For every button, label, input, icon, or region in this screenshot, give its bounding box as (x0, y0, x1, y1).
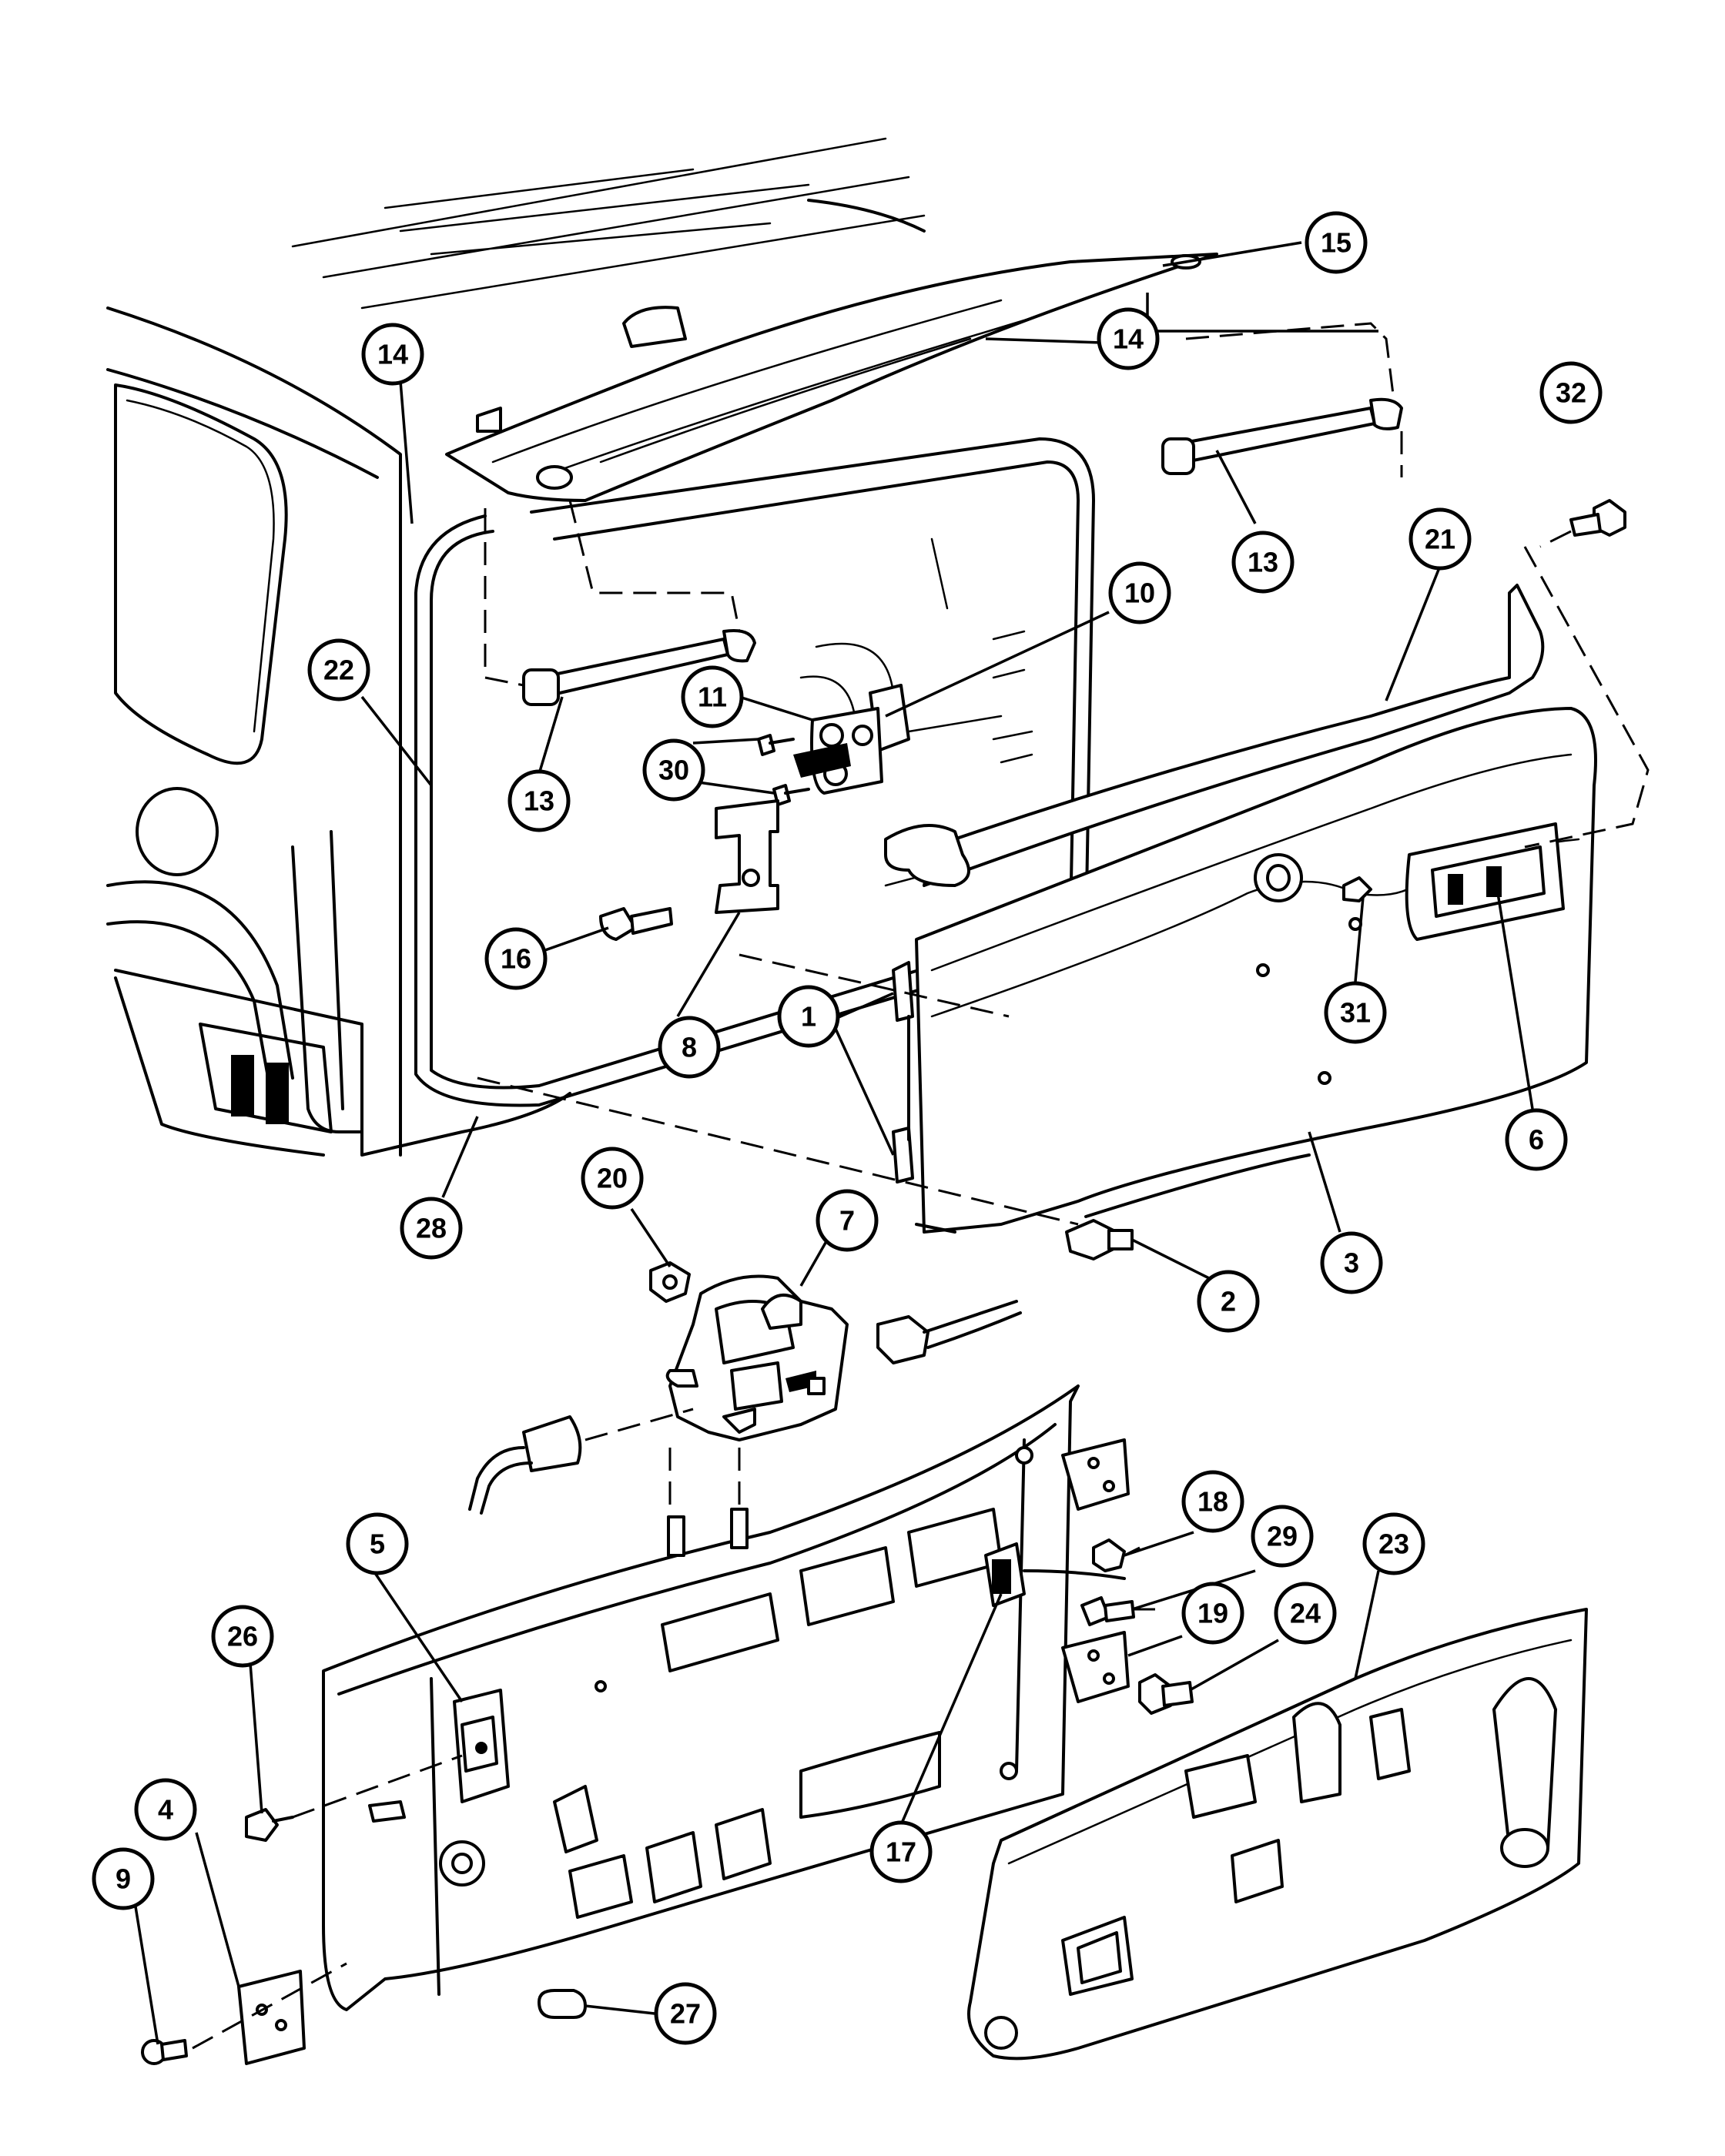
plug-27 (538, 1989, 587, 2019)
callout-14-right: 14 (1097, 307, 1160, 370)
trim-panel-23 (967, 1608, 1588, 2061)
callout-26-label: 26 (227, 1621, 258, 1652)
callout-28: 28 (400, 1197, 463, 1260)
latch-assembly-7 (468, 1274, 1022, 1515)
bolt-24 (1138, 1673, 1194, 1715)
callout-7: 7 (816, 1189, 879, 1252)
callout-22: 22 (307, 638, 370, 701)
liftgate-outer-panel (915, 707, 1597, 1234)
callout-2: 2 (1197, 1270, 1260, 1333)
callout-31: 31 (1324, 981, 1387, 1044)
bolt-32 (1569, 499, 1626, 537)
gas-strut-left (522, 629, 756, 706)
callout-3: 3 (1320, 1231, 1383, 1294)
callout-6: 6 (1505, 1108, 1568, 1171)
callout-15-label: 15 (1321, 227, 1352, 259)
callout-32-label: 32 (1556, 377, 1586, 409)
bolt-29 (1080, 1596, 1135, 1626)
callout-10-label: 10 (1124, 578, 1155, 609)
hinge-bracket-upper (1061, 1438, 1130, 1511)
callout-15: 15 (1305, 211, 1368, 274)
callout-32: 32 (1539, 361, 1603, 424)
callout-7-label: 7 (839, 1205, 855, 1237)
callout-24: 24 (1274, 1582, 1337, 1645)
callout-30-label: 30 (658, 755, 689, 786)
callout-14-right-label: 14 (1113, 323, 1144, 355)
liftgate-inner-panel (322, 1384, 1080, 2011)
callout-4: 4 (134, 1778, 197, 1841)
callout-11: 11 (681, 665, 744, 728)
nut-20 (649, 1261, 691, 1303)
callout-10: 10 (1108, 561, 1171, 624)
callout-29-label: 29 (1267, 1521, 1298, 1552)
switch-17 (984, 1542, 1126, 1607)
callout-8: 8 (658, 1016, 721, 1079)
callout-27-label: 27 (670, 1998, 701, 2030)
callout-20: 20 (581, 1147, 644, 1210)
callout-14-left: 14 (361, 323, 424, 386)
callout-31-label: 31 (1340, 997, 1371, 1029)
callout-13-right-label: 13 (1248, 547, 1278, 578)
callout-13-right: 13 (1231, 531, 1295, 594)
hinge-bracket-lower (1061, 1631, 1130, 1703)
callout-13-left: 13 (507, 769, 571, 832)
callout-9: 9 (92, 1847, 155, 1910)
callout-18-label: 18 (1197, 1486, 1228, 1518)
gas-strut-right (1161, 397, 1403, 475)
screw-26 (245, 1808, 294, 1842)
hinge-plates-1 (892, 961, 956, 1234)
screw-9 (141, 2039, 188, 2065)
callout-11-label: 11 (698, 681, 727, 713)
vehicle-body (106, 137, 1095, 1157)
callout-13-left-label: 13 (524, 785, 554, 817)
callout-26: 26 (211, 1605, 274, 1668)
callout-19-label: 19 (1197, 1598, 1228, 1629)
callout-19: 19 (1181, 1582, 1244, 1645)
callout-16: 16 (484, 927, 548, 990)
liftgate-latch-5 (368, 1689, 510, 1823)
bolt-16 (599, 907, 673, 941)
callout-6-label: 6 (1529, 1124, 1544, 1156)
callout-24-label: 24 (1290, 1598, 1321, 1629)
callout-23: 23 (1362, 1512, 1425, 1575)
bracket-8 (715, 799, 779, 914)
hinge-assembly (793, 684, 910, 795)
callout-3-label: 3 (1344, 1247, 1359, 1279)
callout-28-label: 28 (416, 1213, 447, 1244)
spoiler-strip-21 (884, 584, 1545, 887)
callout-4-label: 4 (158, 1794, 173, 1826)
callout-30: 30 (642, 738, 705, 802)
callout-20-label: 20 (597, 1163, 628, 1194)
callout-23-label: 23 (1378, 1528, 1409, 1560)
nut-18 (1092, 1538, 1126, 1572)
bolt-2 (1065, 1219, 1134, 1260)
cover-plate-4 (237, 1970, 306, 2065)
callout-21: 21 (1408, 507, 1472, 571)
callout-22-label: 22 (323, 654, 354, 686)
callout-9-label: 9 (116, 1863, 131, 1895)
callout-5: 5 (346, 1512, 409, 1575)
callout-17-label: 17 (886, 1836, 916, 1868)
callout-18: 18 (1181, 1470, 1244, 1533)
callout-27: 27 (654, 1982, 717, 2045)
callout-21-label: 21 (1425, 524, 1455, 555)
nut-31 (1342, 876, 1372, 902)
callout-8-label: 8 (682, 1032, 697, 1063)
callout-29: 29 (1251, 1505, 1314, 1568)
callout-1: 1 (777, 985, 840, 1048)
callout-14-left-label: 14 (377, 339, 408, 370)
callout-17: 17 (869, 1820, 933, 1883)
callout-16-label: 16 (501, 943, 531, 975)
spoiler-assembly (445, 253, 1218, 502)
callout-2-label: 2 (1221, 1286, 1236, 1317)
callout-5-label: 5 (370, 1528, 385, 1560)
callout-1-label: 1 (801, 1001, 816, 1033)
leader-lines (133, 241, 1534, 2045)
